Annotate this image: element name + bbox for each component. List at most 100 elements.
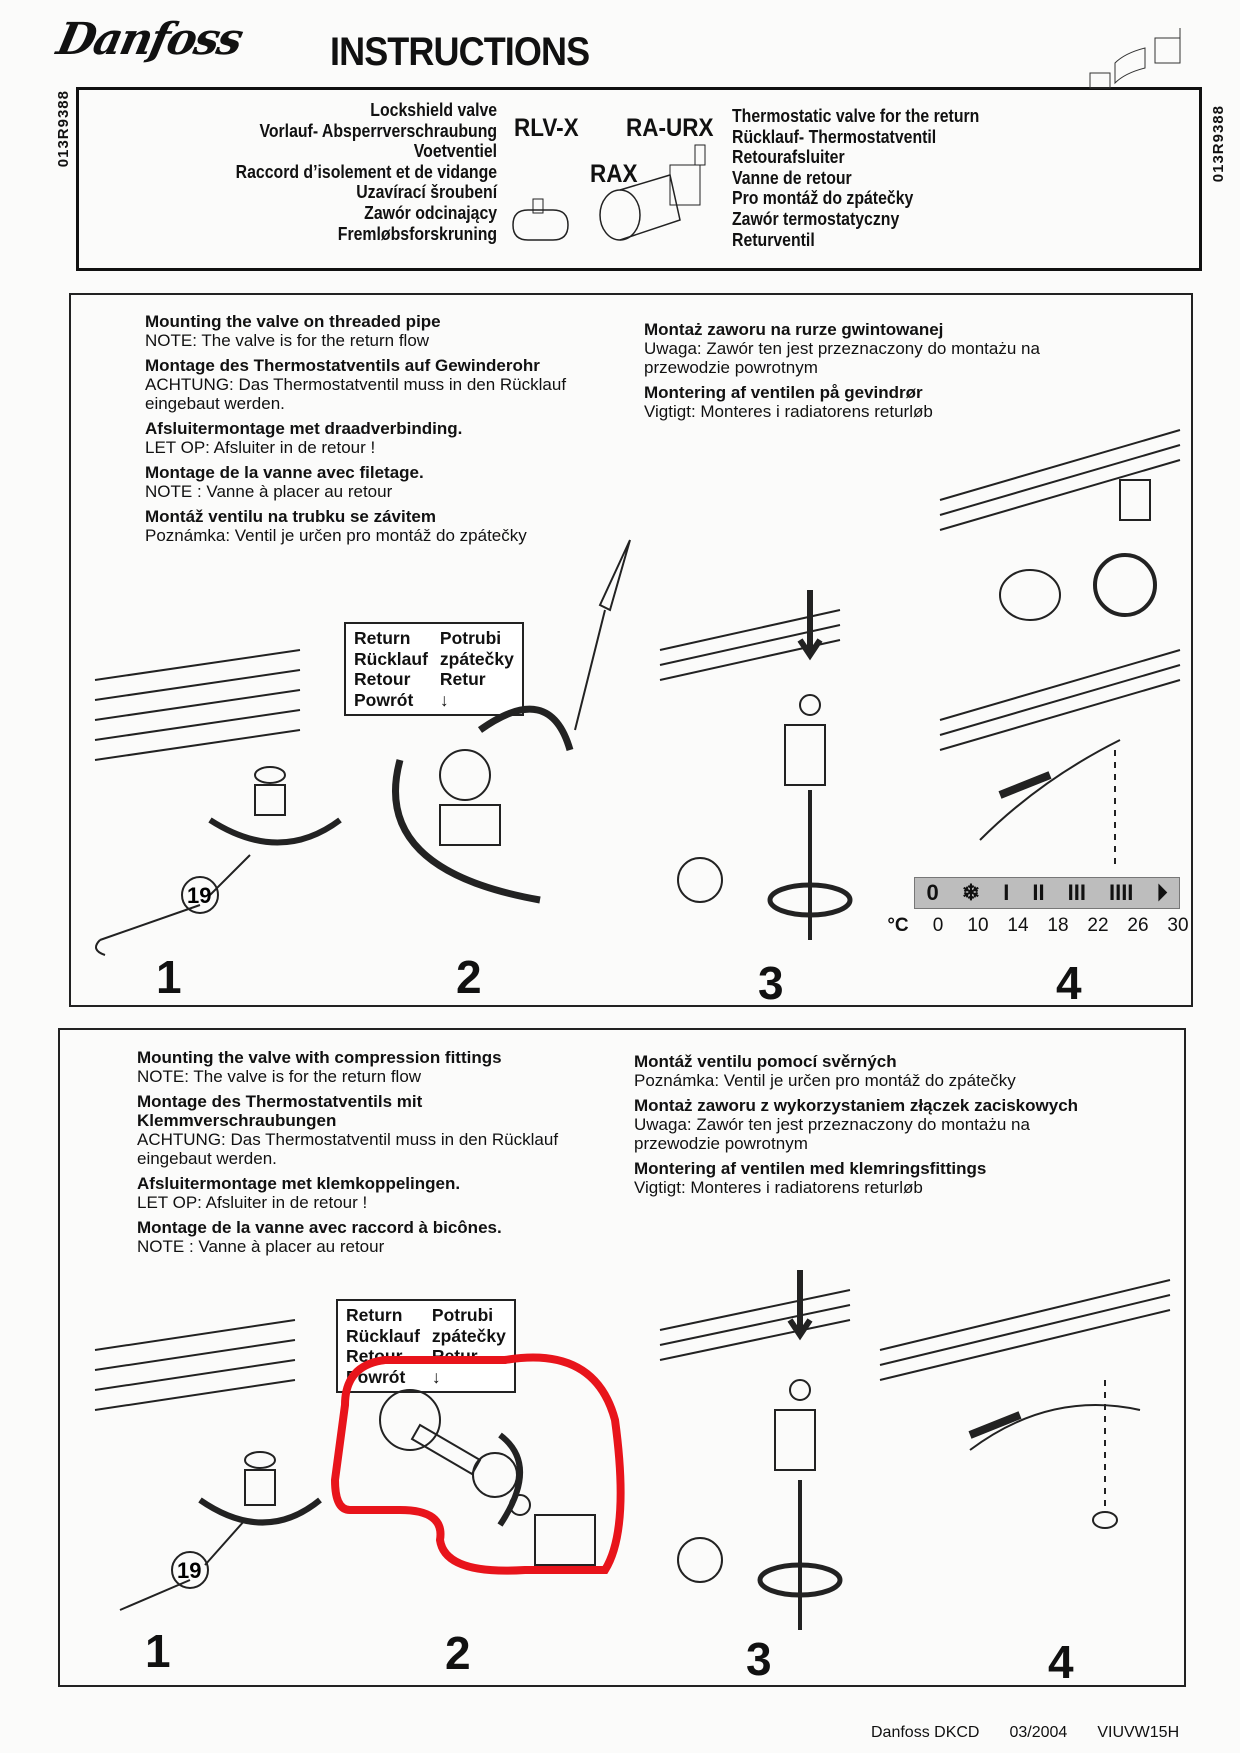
label: zpátečky	[439, 648, 514, 669]
text: Fremløbsforskruning	[337, 223, 497, 244]
danfoss-logo: Danfoss	[52, 14, 246, 65]
heading: Montage des Thermostatventils auf Gewind…	[145, 356, 540, 375]
text: Thermostatic valve for the return	[732, 106, 980, 126]
heading: Montáž ventilu pomocí svěrných	[634, 1052, 897, 1071]
footer-date: 03/2004	[1009, 1724, 1068, 1741]
thermostatic-names: Thermostatic valve for the return Rückla…	[732, 106, 979, 250]
heading: Montaż zaworu na rurze gwintowanej	[644, 320, 944, 339]
note: Vigtigt: Monteres i radiatorens returløb	[634, 1178, 923, 1197]
heading: Mounting the valve with compression fitt…	[137, 1048, 502, 1067]
note: NOTE: The valve is for the return flow	[137, 1067, 422, 1086]
label: Return	[346, 1305, 403, 1325]
model-rlv: RLV-X	[514, 114, 579, 142]
temp: 18	[1047, 915, 1069, 936]
scale-mark: 0	[926, 880, 939, 905]
note: ACHTUNG: Das Thermostatventil muss in de…	[145, 375, 567, 413]
scale-mark: I	[1003, 880, 1010, 905]
step3-valve-illustration	[659, 590, 853, 940]
scale-mark: II	[1032, 880, 1045, 905]
thermostat-scale: 0 ❄ I II III IIII ⏵	[914, 877, 1180, 909]
section-compression-fittings	[58, 1028, 1186, 1687]
label: Rücklauf	[346, 1325, 420, 1346]
temperature-row: °C 0 10 14 18 22 26 30	[878, 915, 1198, 937]
note: LET OP: Afsluiter in de retour !	[145, 438, 376, 457]
scale-mark: IIII	[1108, 880, 1134, 905]
text: Raccord d’isolement et de vidange	[235, 161, 497, 182]
thermostatic-valve-icon	[599, 144, 706, 241]
label: Retour	[354, 669, 411, 689]
note: NOTE : Vanne à placer au retour	[145, 482, 393, 501]
text: Returventil	[732, 229, 815, 250]
text: Voetventiel	[413, 141, 497, 162]
note: LET OP: Afsluiter in de retour !	[137, 1193, 368, 1212]
note: Uwaga: Zawór ten jest przeznaczony do mo…	[644, 339, 1040, 377]
note: Poznámka: Ventil je určen pro montáž do …	[145, 526, 527, 545]
step-number: 2	[445, 1627, 471, 1679]
step-number: 3	[746, 1633, 772, 1685]
heading: Afsluitermontage met klemkoppelingen.	[137, 1174, 461, 1193]
text: Uzavírací šroubení	[356, 182, 497, 203]
step-number: 1	[145, 1625, 171, 1677]
section2-left-text: Mounting the valve with compression fitt…	[137, 1042, 617, 1256]
lockshield-valve-icon	[512, 198, 569, 241]
heading: Afsluitermontage met draadverbinding.	[145, 419, 463, 438]
page-title: INSTRUCTIONS	[330, 30, 590, 74]
step3-compression-illustration	[659, 1270, 851, 1630]
text: Rücklauf- Thermostatventil	[732, 126, 937, 147]
note: Poznámka: Ventil je určen pro montáž do …	[634, 1071, 1016, 1090]
step-number: 4	[1056, 957, 1082, 1009]
heading: Mounting the valve on threaded pipe	[145, 312, 441, 331]
step-number: 2	[456, 951, 482, 1003]
heading: Montage des Thermostatventils mit Klemmv…	[137, 1092, 423, 1130]
note: NOTE: The valve is for the return flow	[145, 331, 430, 350]
valve-set-icon	[1089, 28, 1181, 89]
text: Retourafsluiter	[732, 147, 845, 168]
step1-radiator-illustration: 19	[94, 1319, 322, 1611]
temp: 26	[1127, 915, 1149, 936]
heading: Montage de la vanne avec filetage.	[145, 463, 424, 482]
note: NOTE : Vanne à placer au retour	[137, 1237, 385, 1256]
label: Retur	[439, 669, 486, 689]
temp: 22	[1087, 915, 1109, 936]
step-number: 4	[1048, 1636, 1074, 1688]
max-icon: ⏵	[1156, 880, 1168, 905]
label: ↓	[439, 689, 449, 710]
text: Vorlauf- Absperrverschraubung	[259, 120, 497, 141]
step-number: 3	[758, 957, 784, 1009]
model-rax: RAX	[590, 160, 638, 188]
step2-valve-illustration	[392, 539, 631, 904]
wrench-size: 19	[187, 883, 211, 908]
temp: 10	[967, 915, 989, 936]
section-threaded-pipe	[69, 293, 1193, 1007]
note: Uwaga: Zawór ten jest przeznaczony do mo…	[634, 1115, 1030, 1153]
text: Lockshield valve	[370, 100, 497, 120]
step-number: 1	[156, 951, 182, 1003]
heading: Montering af ventilen på gevindrør	[644, 383, 923, 402]
heading: Montáž ventilu na trubku se závitem	[145, 507, 436, 526]
red-highlight-outline	[330, 1353, 625, 1575]
scale-mark: III	[1067, 880, 1086, 905]
footer: Danfoss DKCD 03/2004 VIUVW15H	[871, 1724, 1179, 1742]
label: Potrubi	[439, 628, 502, 648]
temp: 14	[1007, 915, 1029, 936]
doc-code-left: 013R9388	[55, 90, 72, 168]
footer-code: VIUVW15H	[1097, 1724, 1180, 1741]
heading: Montaż zaworu z wykorzystaniem złączek z…	[634, 1096, 1079, 1115]
footer-company: Danfoss DKCD	[871, 1724, 980, 1741]
temp: 0	[932, 915, 944, 936]
note: Vigtigt: Monteres i radiatorens returløb	[644, 402, 933, 421]
label: Powrót	[354, 689, 414, 710]
lockshield-names: Lockshield valve Vorlauf- Absperrverschr…	[236, 100, 497, 244]
wrench-size: 19	[177, 1558, 201, 1583]
unit: °C	[887, 915, 909, 936]
text: Zawór odcinający	[364, 202, 497, 223]
model-raurx: RA-URX	[626, 114, 714, 142]
label: Potrubi	[431, 1305, 494, 1325]
step1-radiator-illustration: 19	[94, 649, 342, 956]
heading: Montage de la vanne avec raccord à bicôn…	[137, 1218, 502, 1237]
